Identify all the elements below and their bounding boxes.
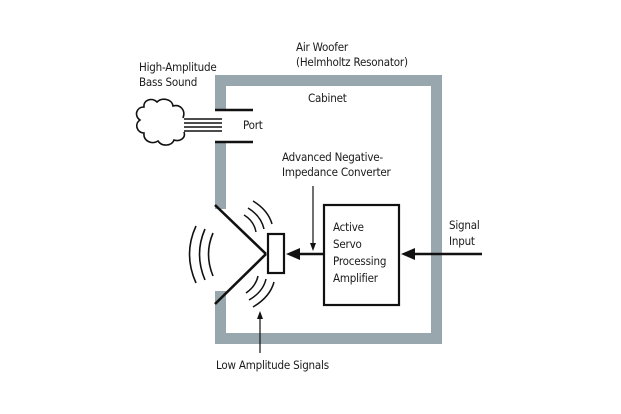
label-signal: Signal — [449, 218, 480, 232]
amplifier-box — [322, 203, 401, 307]
cabinet-frame-right — [431, 75, 442, 344]
speaker-cone — [214, 204, 267, 305]
label-bass-sound: Bass Sound — [139, 75, 198, 89]
label-anic-line1: Advanced Negative- — [282, 150, 383, 164]
cabinet-frame-left-top — [215, 75, 226, 109]
outer-sound-waves — [188, 225, 214, 284]
title-helmholtz-resonator: (Helmholtz Resonator) — [296, 55, 408, 69]
label-port: Port — [243, 118, 263, 132]
amp-to-driver-arrow — [286, 248, 324, 260]
arrowhead-icon — [310, 243, 316, 251]
label-low-amplitude-signals: Low Amplitude Signals — [216, 358, 329, 372]
cabinet-frame-top — [215, 75, 442, 86]
arrowhead-icon — [401, 248, 415, 260]
label-high-amplitude: High-Amplitude — [139, 60, 217, 74]
label-anic-line2: Impedance Converter — [282, 165, 391, 179]
signal-input-arrow — [401, 248, 482, 260]
low-amplitude-pointer-arrow — [257, 311, 263, 353]
label-cabinet: Cabinet — [308, 91, 347, 105]
arrowhead-icon — [286, 248, 300, 260]
label-input: Input — [449, 234, 475, 248]
label-amp-active: Active — [333, 220, 364, 234]
cabinet-frame — [215, 75, 442, 344]
port — [215, 108, 253, 144]
label-amp-processing: Processing — [333, 254, 387, 268]
anic-pointer-arrow — [310, 186, 316, 251]
airflow-lines — [184, 118, 222, 132]
label-amp-amplifier: Amplifier — [333, 271, 378, 285]
title-air-woofer: Air Woofer — [296, 40, 348, 54]
inner-sound-waves-lower — [245, 275, 275, 308]
arrowhead-icon — [257, 311, 263, 319]
cabinet-frame-left-middle — [215, 143, 226, 209]
inner-sound-waves-upper — [243, 200, 273, 233]
speaker-driver — [266, 232, 286, 275]
cabinet-frame-left-bottom — [215, 291, 226, 344]
label-amp-servo: Servo — [333, 237, 362, 251]
cabinet-frame-bottom — [215, 333, 442, 344]
bass-sound-cloud-icon — [135, 98, 186, 146]
